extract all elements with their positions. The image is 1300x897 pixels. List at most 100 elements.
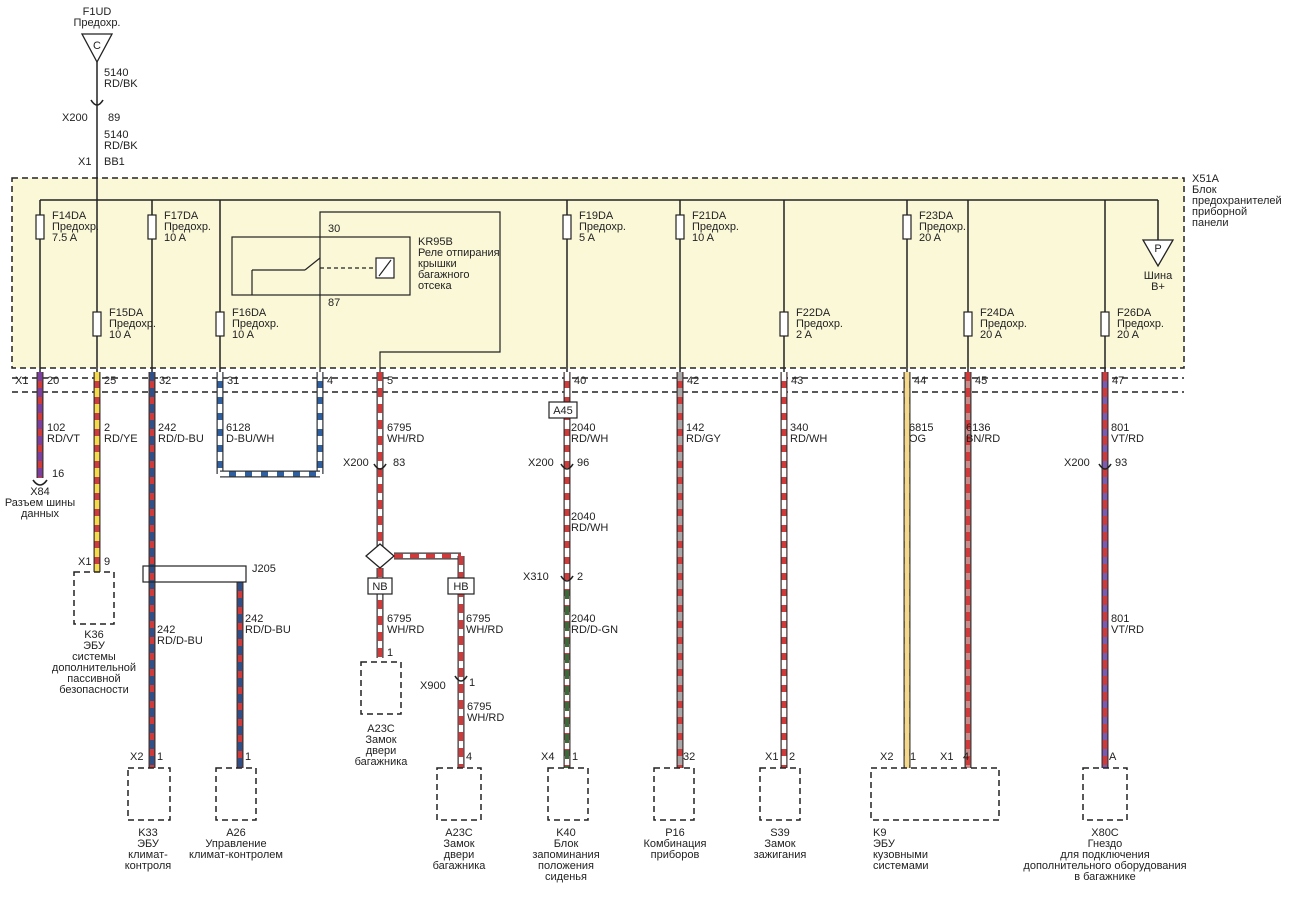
x84-socket [32, 479, 48, 486]
x900-connector [454, 675, 468, 682]
fuse-0-fuse [35, 214, 45, 240]
fuse-label-line: F26DA [1117, 307, 1152, 319]
component-pin: 1 [387, 647, 393, 659]
bplus-label-line: B+ [1151, 281, 1165, 293]
fuse-1-fuse [147, 214, 157, 240]
component-label-line: дополнительного оборудования [1023, 860, 1186, 872]
fuse-3-fuse [215, 311, 225, 337]
component-label-line: Блок [554, 838, 579, 850]
p16-box [653, 767, 695, 821]
fuse-label-line: 7.5 A [52, 232, 78, 244]
x1-pin: 25 [104, 375, 116, 387]
wire-label-line: WH/RD [466, 624, 503, 636]
x200-83-connector [373, 463, 387, 470]
relay-pin-bottom: 87 [328, 297, 340, 309]
wire-label-line: RD/D-BU [157, 635, 203, 647]
component-label-line: контроля [125, 860, 172, 872]
wire-label-line: BN/RD [966, 433, 1000, 445]
fuse-label-line: Предохр. [692, 221, 739, 233]
bplus-triangle [1141, 239, 1175, 268]
x200-96-connector [560, 463, 574, 470]
fuse-label-line: F24DA [980, 307, 1015, 319]
relay-label-line: отсека [418, 280, 452, 292]
component-label-line: K9 [873, 827, 886, 839]
feed-wire-label-line: RD/BK [104, 78, 138, 90]
inline-connector-name: X200 [343, 457, 369, 469]
j205-splice [142, 565, 247, 583]
fuse-label-line: F23DA [919, 210, 954, 222]
wire-label-line: WH/RD [387, 624, 424, 636]
feed-connector-name: X200 [62, 112, 88, 124]
bplus-label-line: Шина [1144, 270, 1173, 282]
component-label-line: A26 [226, 827, 246, 839]
component-label-line: Замок [443, 838, 474, 850]
fuse-label-line: Предохр. [164, 221, 211, 233]
wire-label-line: RD/D-GN [571, 624, 618, 636]
splice-name: J205 [252, 563, 276, 575]
component-pin: 1 [245, 751, 251, 763]
k9-box [870, 767, 1000, 821]
component-label-line: сиденья [545, 871, 587, 883]
x1-pin: 42 [687, 375, 699, 387]
wire-label-line: 242 [245, 613, 263, 625]
wire-label-line: OG [909, 433, 926, 445]
nb-tag [367, 577, 393, 595]
inline-connector-name: X900 [420, 680, 446, 692]
component-conn: X1 [765, 751, 778, 763]
component-label-line: Комбинация [643, 838, 706, 850]
fuse-label-line: F22DA [796, 307, 831, 319]
component-pin: 4 [466, 751, 472, 763]
a26-box [215, 767, 257, 821]
relay-coil-mark [378, 259, 392, 277]
hb-tag-text: HB [453, 581, 468, 593]
fuse-6-fuse [779, 311, 789, 337]
component-label-line: двери [366, 745, 397, 757]
component-pin: 1 [572, 751, 578, 763]
a45-tag-text: A45 [553, 405, 573, 417]
wire-label-line: 801 [1111, 613, 1129, 625]
wire-label-line: VT/RD [1111, 624, 1144, 636]
component-label-line: Замок [365, 734, 396, 746]
component-label-line: Управление [205, 838, 266, 850]
wire-label-line: 242 [158, 422, 176, 434]
component-label-line: багажника [433, 860, 487, 872]
component-conn: X1 [78, 556, 91, 568]
a23c-2-box [436, 767, 482, 821]
wire-label-line: 6795 [467, 701, 491, 713]
wire-label-line: 6795 [387, 422, 411, 434]
x310-connector [560, 575, 574, 582]
component-label-line: Разъем шины [5, 497, 75, 509]
wire-label-line: 2040 [571, 511, 595, 523]
component-label-line: зажигания [754, 849, 807, 861]
component-label-line: положения [538, 860, 594, 872]
relay-wire [319, 211, 501, 372]
relay-label-line: Реле отпирания [418, 247, 500, 259]
inline-connector-pin: 96 [577, 457, 589, 469]
component-label-line: кузовными [873, 849, 928, 861]
wire-label-line: VT/RD [1111, 433, 1144, 445]
x1-pin: 4 [327, 375, 333, 387]
feed-connector-name: X1 [78, 156, 91, 168]
component-label-line: P16 [665, 827, 685, 839]
inline-connector-name: X310 [523, 571, 549, 583]
k40-box [547, 767, 589, 821]
component-label-line: для подключения [1060, 849, 1150, 861]
source-fuse-name: F1UD [83, 6, 112, 18]
fuse-block-label-line: X51A [1192, 173, 1220, 185]
component-conn: X2 [880, 751, 893, 763]
k33-box [127, 767, 171, 821]
source-symbol: C [93, 40, 101, 52]
inline-connector-pin: 83 [393, 457, 405, 469]
component-label-line: X80C [1091, 827, 1119, 839]
component-label-line: A23C [445, 827, 473, 839]
wire-label-line: RD/VT [47, 433, 80, 445]
x1-pin: 5 [387, 375, 393, 387]
x1-pin: 43 [791, 375, 803, 387]
inline-connector-name: X200 [528, 457, 554, 469]
component-label-line: запоминания [532, 849, 599, 861]
wire-label-line: D-BU/WH [226, 433, 274, 445]
fuse-block-label-line: Блок [1192, 184, 1217, 196]
component-pin: A [1109, 751, 1117, 763]
fuse-label-line: 20 A [919, 232, 942, 244]
